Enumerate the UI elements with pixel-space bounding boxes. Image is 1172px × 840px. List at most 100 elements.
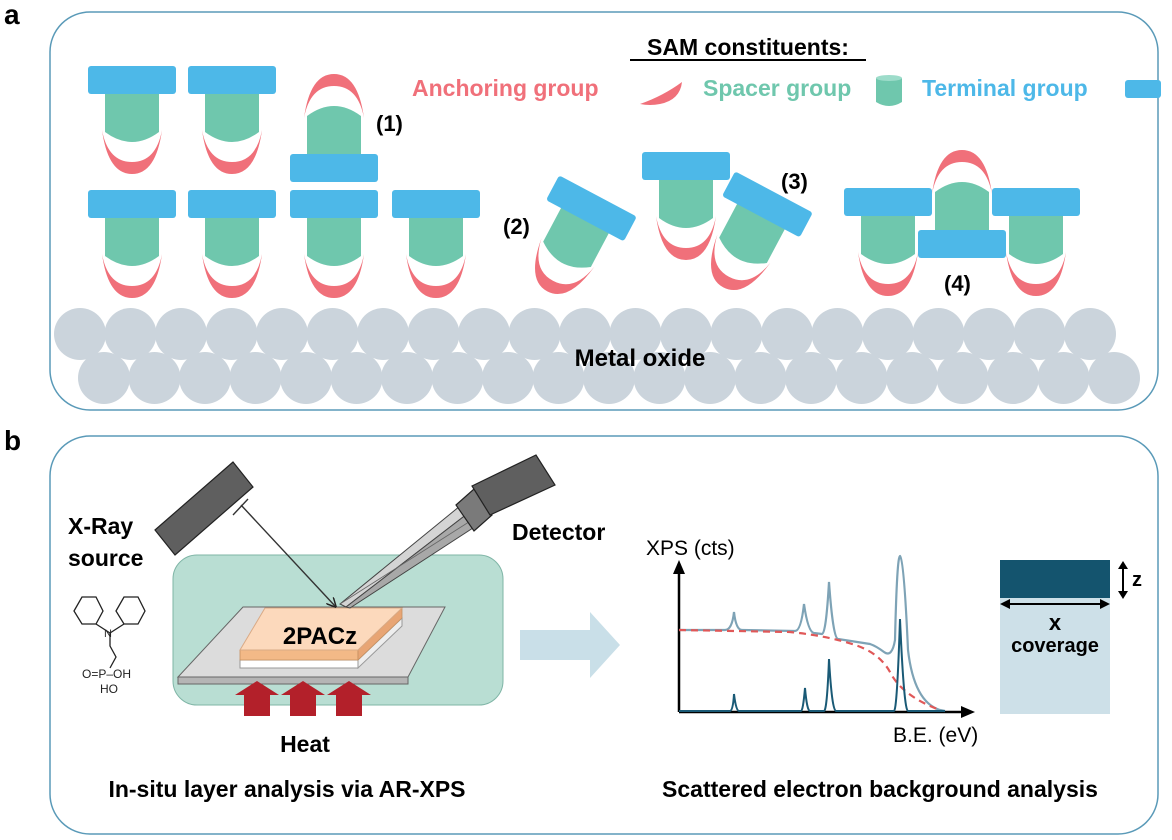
oxide-particle: [684, 352, 736, 404]
terminal-group: [188, 66, 276, 94]
legend-terminal-label: Terminal group: [922, 75, 1088, 101]
sam-molecule: [844, 188, 932, 296]
anchoring-group: [304, 74, 364, 118]
oxide-particle: [835, 352, 888, 404]
sam-molecule: [88, 190, 176, 298]
process-arrow: [520, 612, 620, 678]
oxide-particle: [306, 308, 359, 360]
oxide-particle: [357, 308, 409, 360]
sam-molecule: [392, 190, 480, 298]
spacer-group: [543, 202, 612, 268]
anchoring-group: [102, 254, 162, 298]
oxide-particle: [761, 308, 813, 360]
sam-molecule: [188, 190, 276, 298]
oxide-particle: [482, 352, 534, 404]
spacer-group: [1009, 210, 1063, 264]
defect-label-4: (4): [944, 271, 971, 296]
sam-molecule: [88, 66, 176, 174]
oxide-particle: [1064, 308, 1116, 360]
xray-source: [154, 461, 335, 606]
defect-label-2: (2): [503, 214, 530, 239]
anchoring-group: [202, 130, 262, 174]
oxide-particle: [785, 352, 837, 404]
oxide-particle: [559, 308, 611, 360]
terminal-group: [392, 190, 480, 218]
oxide-particle: [431, 352, 484, 404]
anchoring-group: [102, 130, 162, 174]
2pacz-molecule: [73, 596, 146, 669]
heat-arrow: [327, 681, 371, 716]
spacer-group: [105, 88, 159, 142]
legend-anchoring-label: Anchoring group: [412, 75, 599, 101]
xray-label-line2: source: [68, 545, 143, 571]
oxide-particle: [912, 308, 965, 360]
molecule-p-line: O=P–OH: [82, 667, 131, 681]
oxide-particle: [229, 352, 282, 404]
metal-oxide-label: Metal oxide: [575, 345, 706, 372]
oxide-particle: [583, 352, 635, 404]
sam-molecule: [290, 190, 378, 298]
molecule-n: N: [104, 628, 112, 640]
oxide-particle: [179, 352, 231, 404]
anchoring-group: [932, 150, 992, 194]
oxide-particle: [660, 308, 712, 360]
panel-a-label: a: [4, 0, 20, 30]
terminal-group: [547, 176, 636, 241]
terminal-group: [918, 230, 1006, 258]
sam-molecule: [918, 150, 1006, 258]
spacer-group: [105, 212, 159, 266]
anchoring-group: [304, 254, 364, 298]
oxide-particle: [458, 308, 510, 360]
plot-x-label: B.E. (eV): [893, 724, 978, 747]
legend-title: SAM constituents:: [647, 34, 849, 60]
oxide-particle: [862, 308, 914, 360]
anchoring-group: [406, 254, 466, 298]
plot-y-label: XPS (cts): [646, 537, 735, 560]
oxide-particle: [633, 352, 686, 404]
oxide-particle: [205, 308, 258, 360]
oxide-particle: [78, 352, 130, 404]
layer-z-label: z: [1132, 569, 1142, 591]
legend-terminal-icon: [1125, 80, 1161, 98]
terminal-group: [992, 188, 1080, 216]
xps-peak-spectrum: [679, 618, 945, 712]
spacer-group: [659, 174, 713, 228]
bulk-layer: [1000, 598, 1110, 714]
sam-molecules: [88, 66, 1080, 298]
sam-legend: SAM constituents: Anchoring group Spacer…: [412, 34, 1161, 106]
terminal-group: [188, 190, 276, 218]
xps-plot: [673, 554, 975, 718]
terminal-group: [642, 152, 730, 180]
layer-model: [1000, 560, 1128, 714]
right-caption: Scattered electron background analysis: [662, 776, 1098, 802]
terminal-group: [844, 188, 932, 216]
heat-arrow: [281, 681, 325, 716]
oxide-particle: [811, 308, 864, 360]
legend-spacer-icon: [876, 78, 902, 106]
oxide-particle: [532, 352, 585, 404]
molecule-ho: HO: [100, 682, 118, 696]
panel-b-label: b: [4, 425, 21, 456]
layer-coverage-label: coverage: [1011, 635, 1099, 657]
oxide-particle: [987, 352, 1039, 404]
detector: [339, 454, 556, 609]
oxide-particle: [1088, 352, 1140, 404]
oxide-particle: [886, 352, 938, 404]
heat-label: Heat: [280, 731, 330, 757]
anchoring-group: [858, 252, 918, 296]
sam-molecule: [535, 176, 636, 295]
sam-molecule: [992, 188, 1080, 296]
sam-molecule: [642, 152, 730, 260]
sam-molecule: [188, 66, 276, 174]
spacer-group: [409, 212, 463, 266]
oxide-particle: [381, 352, 433, 404]
oxide-particle: [104, 308, 157, 360]
legend-anchoring-icon: [640, 82, 682, 105]
spacer-group: [719, 198, 788, 264]
layer-x-label: x: [1049, 610, 1062, 635]
spacer-group: [307, 106, 361, 160]
xray-beam: [240, 504, 335, 606]
film-layer: [1000, 560, 1110, 598]
oxide-particle: [609, 308, 662, 360]
